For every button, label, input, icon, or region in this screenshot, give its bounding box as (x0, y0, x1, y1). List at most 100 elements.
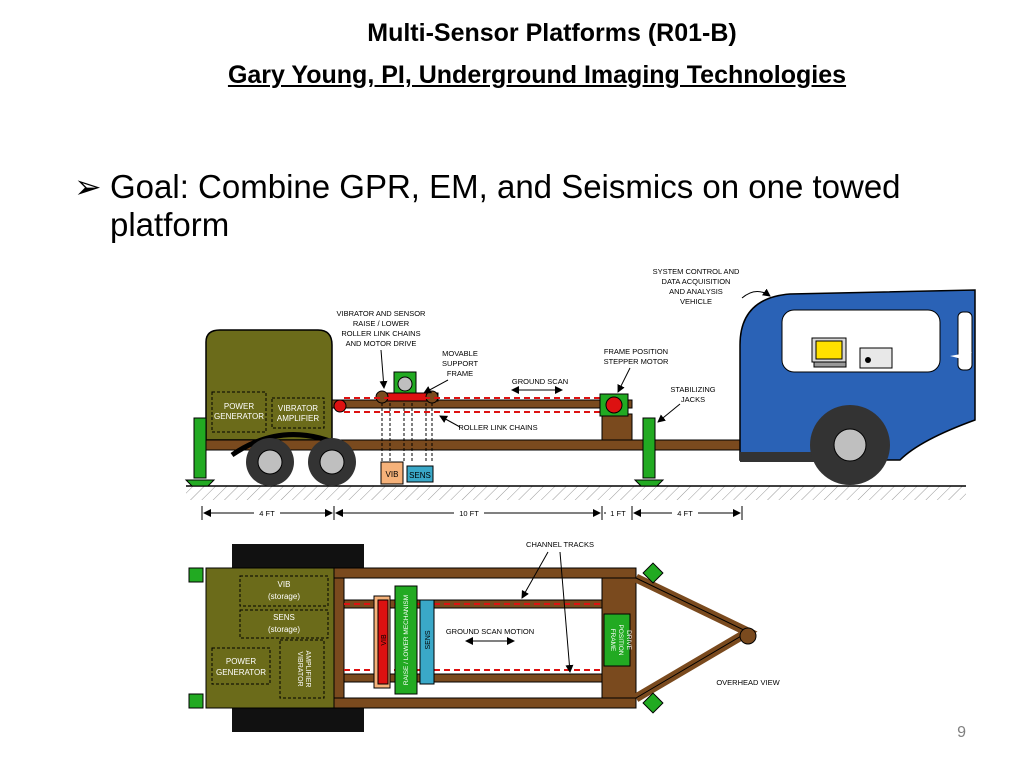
overhead-wheel-left (232, 544, 364, 568)
frame-drive-label-3: DRIVE (625, 630, 632, 651)
dimension-lines: 4 FT 10 FT 1 FT 4 FT (201, 506, 743, 520)
dim-4ft-b-text: 4 FT (677, 509, 693, 518)
frame-motor-arrow (617, 367, 631, 393)
overhead-view: VIB (storage) SENS (storage) POWER GENER… (188, 540, 781, 732)
channel-tracks-arrow-2 (559, 551, 574, 673)
overhead-vibrator-amplifier-box (279, 639, 325, 699)
frame-position-drive-box (603, 613, 631, 667)
hitch-ball (739, 627, 757, 645)
vibrator-amplifier-label-1: VIBRATOR (278, 404, 318, 413)
vib-sensor-label: VIB (386, 470, 399, 479)
stabilizing-jacks-label-2: JACKS (681, 395, 705, 404)
control-vehicle-label-3: AND ANALYSIS (669, 287, 723, 296)
vib-storage-label-2: (storage) (268, 592, 300, 601)
rail-stop (333, 399, 347, 413)
sens-sensor-box (406, 465, 434, 483)
raise-lower-label-3: ROLLER LINK CHAINS (341, 329, 420, 338)
raise-lower-label-4: AND MOTOR DRIVE (346, 339, 417, 348)
control-vehicle-label: SYSTEM CONTROL AND DATA ACQUISITION AND … (653, 267, 740, 306)
upper-rail (331, 399, 633, 409)
frame-motor-gear (397, 376, 413, 392)
trailer-wheel-front-hub (257, 449, 283, 475)
sens-storage-label-1: SENS (273, 613, 295, 622)
stabilizing-jacks-label-1: STABILIZING (670, 385, 715, 394)
side-view: POWER GENERATOR VIBRATOR AMPLIFIER (184, 267, 976, 520)
bullet-arrow-icon: ➢ (74, 168, 102, 205)
vehicle-light-icon (950, 352, 972, 360)
dim-10ft-bg (454, 508, 484, 518)
control-vehicle-label-1: SYSTEM CONTROL AND (653, 267, 740, 276)
stabilizing-jack-front (642, 417, 656, 479)
movable-frame-label-1: MOVABLE (442, 349, 478, 358)
trailer-body (205, 329, 333, 441)
control-vehicle-label-2: DATA ACQUISITION (662, 277, 731, 286)
dim-1ft-bg (606, 508, 630, 518)
vibrator-amplifier-box (271, 397, 325, 429)
frame-drive-label-1: FRAME (609, 629, 616, 652)
sens-storage-box (239, 609, 329, 639)
sens-storage-label-2: (storage) (268, 625, 300, 634)
frame-motor-label-1: FRAME POSITION (604, 347, 668, 356)
ground-scan-motion-label: GROUND SCAN MOTION (446, 627, 534, 636)
keyboard-icon (813, 361, 847, 368)
power-generator-box (211, 391, 267, 433)
instrument-panel-icon (859, 347, 893, 369)
overhead-jack-4 (642, 692, 664, 714)
frame-side-left (333, 567, 345, 709)
vehicle-window-rear (957, 311, 973, 371)
overhead-jack-3 (642, 562, 664, 584)
monitor-screen (815, 340, 843, 360)
overhead-vibrator-amplifier-label-2: AMPLIFIER (304, 651, 311, 688)
page-number: 9 (957, 724, 966, 741)
overhead-trailer-body (205, 567, 335, 709)
movable-frame-label-2: SUPPORT (442, 359, 479, 368)
bullet-text: Goal: Combine GPR, EM, and Seismics on o… (110, 168, 901, 243)
frame-motor-label-2: STEPPER MOTOR (604, 357, 669, 366)
trailer-wheel-rear-hub (319, 449, 345, 475)
panel-knob-icon (865, 357, 871, 363)
raise-lower-mechanism-label: RAISE / LOWER MECHANISM (403, 595, 410, 685)
vib-storage-box (239, 575, 329, 607)
vibrator-amplifier-label-2: AMPLIFIER (277, 414, 319, 423)
jack-foot-rear (184, 479, 216, 487)
ground-scan-label: GROUND SCAN (512, 377, 568, 386)
vehicle-arrow (741, 288, 771, 299)
roller-chains-label: ROLLER LINK CHAINS (458, 423, 537, 432)
sens-sensor-label: SENS (409, 471, 431, 480)
frame-top (333, 567, 637, 579)
dim-4ft-a-bg (254, 508, 280, 518)
dim-4ft-b-bg (672, 508, 698, 518)
power-generator-label-2: GENERATOR (214, 412, 264, 421)
overhead-vibrator-amplifier-label-1: VIBRATOR (296, 651, 303, 686)
overhead-power-generator-label-2: GENERATOR (216, 668, 266, 677)
raise-lower-label-1: VIBRATOR AND SENSOR (337, 309, 426, 318)
channel-tracks-arrow-1 (521, 551, 549, 599)
overhead-sens-bar (419, 599, 435, 685)
overhead-power-generator-box (211, 647, 271, 685)
overhead-sens-label: SENS (425, 630, 432, 649)
overhead-wheel-right (232, 708, 364, 732)
motor-mount (601, 413, 633, 441)
movable-frame-arrow (423, 379, 449, 394)
frame-bottom (333, 697, 637, 709)
overhead-jack-2 (188, 693, 204, 709)
slide-subtitle: Gary Young, PI, Underground Imaging Tech… (227, 61, 847, 89)
frame-motor-label: FRAME POSITION STEPPER MOTOR (604, 347, 669, 366)
raise-lower-mechanism-bar (394, 585, 418, 695)
channel-track-lower (343, 673, 603, 683)
vib-sensor-box (380, 461, 404, 485)
dim-1ft-text: 1 FT (610, 509, 626, 518)
vib-storage-label-1: VIB (278, 580, 291, 589)
overhead-view-label: OVERHEAD VIEW (716, 678, 780, 687)
dim-10ft-text: 10 FT (459, 509, 479, 518)
slide-title: Multi-Sensor Platforms (R01-B) (367, 19, 737, 47)
stabilizing-jacks-arrow (657, 403, 681, 423)
overhead-jack-1 (188, 567, 204, 583)
frame-drive-label-2: POSITION (617, 624, 624, 655)
jack-foot-front (633, 479, 665, 487)
channel-tracks-label: CHANNEL TRACKS (526, 540, 594, 549)
power-generator-label-1: POWER (224, 402, 254, 411)
dim-4ft-a-text: 4 FT (259, 509, 275, 518)
overhead-vib-label: VIB (381, 634, 388, 646)
